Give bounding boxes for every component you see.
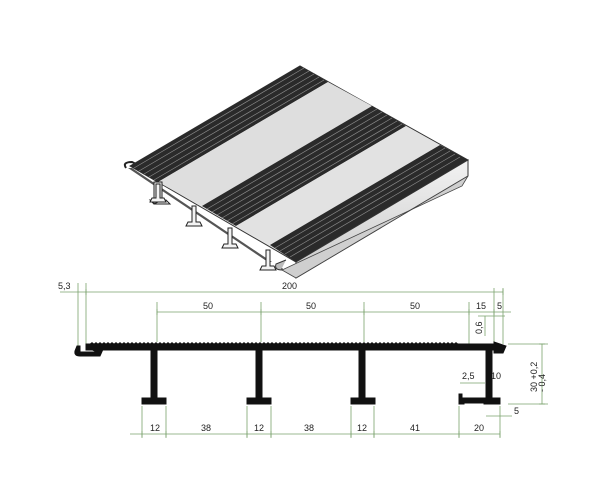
isometric-ribs <box>148 181 277 271</box>
dim-bottom-41: 41 <box>410 423 420 433</box>
dim-bottom-38a: 38 <box>201 423 211 433</box>
dimension-lines <box>60 289 545 437</box>
dim-spacing-1: 50 <box>203 301 213 311</box>
dim-bottom-12a: 12 <box>150 423 160 433</box>
dim-height-line1: 30 +0,2 <box>529 362 539 392</box>
dim-spacing-2: 50 <box>306 301 316 311</box>
dim-right-15: 15 <box>476 301 486 311</box>
dim-bottom-20: 20 <box>474 423 484 433</box>
dim-spacing-3: 50 <box>410 301 420 311</box>
dim-left-offset: 5,3 <box>58 281 71 291</box>
dim-height-line2: - 0,4 <box>537 374 547 392</box>
dim-groove-depth: 0,6 <box>474 321 484 334</box>
dim-clip-5: 5 <box>514 406 519 416</box>
dim-bottom-12c: 12 <box>357 423 367 433</box>
profile-section <box>74 341 507 405</box>
dim-right-5: 5 <box>497 301 502 311</box>
dim-bottom-38b: 38 <box>304 423 314 433</box>
dim-rib-thickness: 2,5 <box>462 371 475 381</box>
top-grooves <box>89 342 459 345</box>
dim-clip-height: 10 <box>491 371 501 381</box>
right-channel <box>458 341 507 405</box>
dimension-labels: 5,3 200 50 50 50 15 5 0,6 2,5 10 30 +0,2… <box>58 281 547 433</box>
dim-bottom-12b: 12 <box>254 423 264 433</box>
dim-overall-width: 200 <box>282 281 297 291</box>
isometric-side-face <box>275 159 469 279</box>
rib-1 <box>141 349 167 405</box>
rib-2 <box>246 349 272 405</box>
isometric-front-face <box>123 160 272 262</box>
rib-3 <box>350 349 376 405</box>
isometric-top-surface <box>129 65 470 263</box>
